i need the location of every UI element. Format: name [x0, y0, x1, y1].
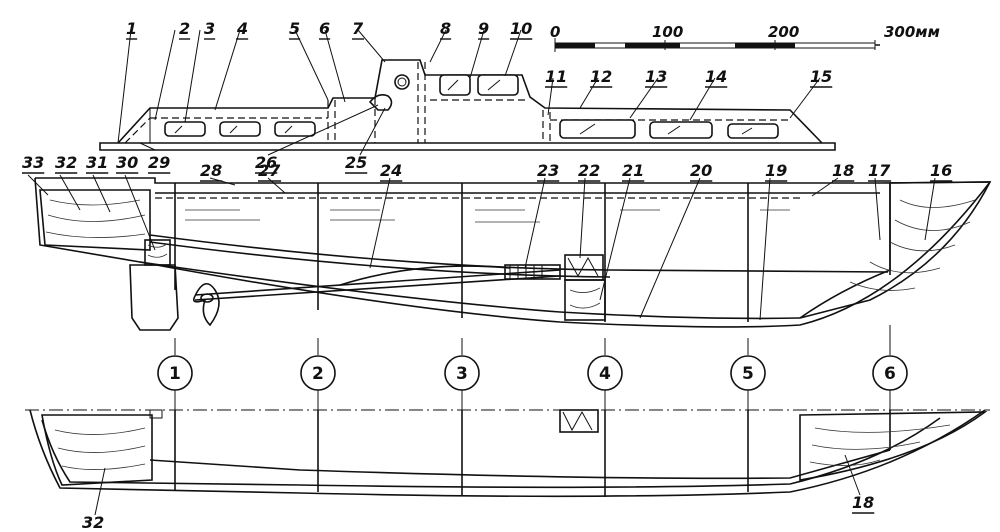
part-number: 25	[345, 153, 367, 172]
leader-lines	[27, 29, 936, 516]
part-number: 27	[258, 161, 281, 180]
part-number: 10	[510, 19, 532, 38]
station-label: 2	[312, 364, 324, 384]
part-number: 9	[478, 19, 489, 38]
part-number: 7	[352, 19, 364, 38]
part-number: 30	[116, 153, 138, 172]
part-number: 22	[578, 161, 600, 180]
part-number: 4	[236, 19, 248, 38]
scale-tick-label: 100	[652, 23, 683, 41]
part-number: 11	[545, 67, 567, 86]
plan-part-number: 32	[82, 513, 104, 532]
scale-bar: 0 100 200 300мм	[550, 23, 940, 52]
station-label: 4	[599, 364, 611, 384]
part-number: 6	[319, 19, 330, 38]
part-number: 26	[255, 153, 277, 172]
part-number: 14	[705, 67, 727, 86]
part-number: 29	[148, 153, 170, 172]
part-number: 20	[690, 161, 712, 180]
station-label: 5	[742, 364, 754, 384]
station-label: 6	[884, 364, 896, 384]
part-number: 13	[645, 67, 667, 86]
hull-side-view	[34, 177, 992, 331]
part-number: 17	[868, 161, 891, 180]
part-number: 16	[930, 161, 952, 180]
part-number: 23	[537, 161, 559, 180]
part-number: 21	[622, 161, 644, 180]
station-label: 3	[456, 364, 468, 384]
part-number: 1	[126, 19, 137, 38]
scale-tick-label: 0	[550, 23, 560, 41]
part-number: 33	[22, 153, 44, 172]
scale-tick-label: 200	[768, 23, 799, 41]
part-number: 3	[204, 19, 215, 38]
part-number: 2	[179, 19, 190, 38]
station-label: 1	[169, 364, 181, 384]
station-markers: 1 2 3 4 5 6	[157, 325, 908, 410]
part-number: 31	[86, 153, 108, 172]
part-number: 12	[590, 67, 612, 86]
part-number: 18	[832, 161, 854, 180]
hull-plan-view	[25, 409, 990, 498]
part-number: 24	[380, 161, 402, 180]
cabin-windows	[164, 74, 779, 139]
plan-part-number: 18	[852, 493, 874, 512]
part-number: 5	[289, 19, 300, 38]
part-number: 15	[810, 67, 832, 86]
part-number-labels: 1 2 3 4 5 6 7 8 9 10 11 12 13 14 15 16 1…	[22, 19, 953, 532]
part-number: 19	[765, 161, 787, 180]
part-number: 8	[440, 19, 451, 38]
scale-tick-label: 300мм	[884, 23, 940, 41]
part-number: 28	[200, 161, 222, 180]
part-number: 32	[55, 153, 77, 172]
